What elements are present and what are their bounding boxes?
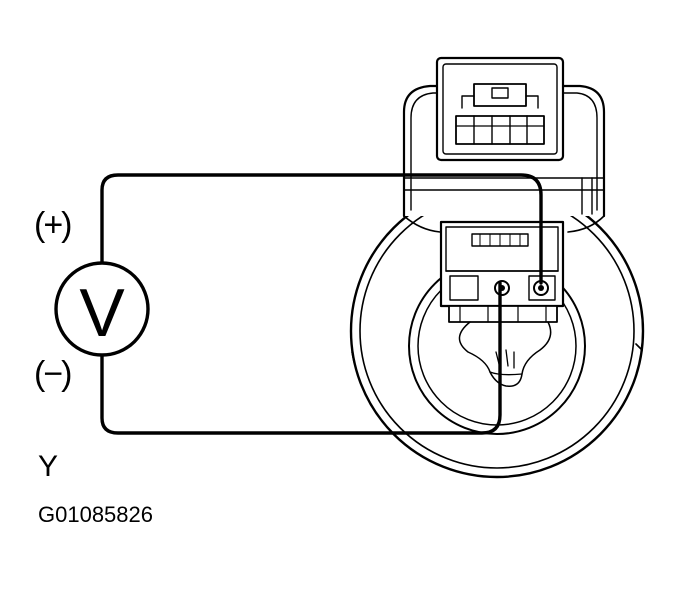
sensor-connector-icon bbox=[349, 56, 645, 479]
voltmeter-symbol: V bbox=[79, 275, 125, 351]
voltmeter-icon bbox=[54, 261, 150, 357]
negative-lead bbox=[100, 281, 502, 435]
marker-label: Y bbox=[38, 450, 59, 483]
connector-latch bbox=[473, 83, 527, 107]
positive-label: (+) bbox=[34, 206, 72, 244]
figure-id: G01085826 bbox=[38, 502, 153, 527]
sensing-element bbox=[458, 321, 552, 387]
negative-label: (−) bbox=[34, 355, 72, 393]
connector-pins bbox=[455, 115, 545, 145]
test-leads bbox=[100, 173, 543, 435]
connector-housing bbox=[435, 56, 565, 162]
positive-lead bbox=[100, 173, 543, 285]
voltmeter-body bbox=[54, 261, 150, 357]
terminal-base bbox=[448, 305, 558, 323]
